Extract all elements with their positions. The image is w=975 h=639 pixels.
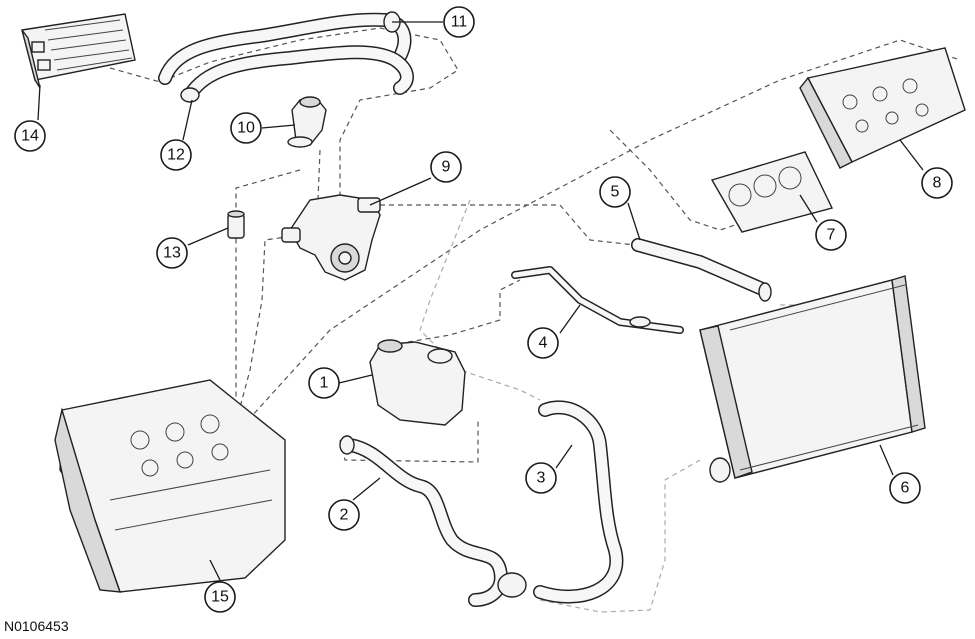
- callout-9: 9: [430, 151, 462, 183]
- radiator: [699, 275, 926, 483]
- callout-3-label: 3: [537, 470, 546, 487]
- cylinder-head: [799, 47, 966, 169]
- callout-11: 11: [443, 6, 475, 38]
- hose-connector: [227, 210, 245, 239]
- heater-hoses: [158, 11, 414, 103]
- callout-4: 4: [527, 327, 559, 359]
- coolant-reservoir: [369, 339, 466, 426]
- bypass-tube: [511, 266, 684, 334]
- callout-5: 5: [599, 176, 631, 208]
- callout-5-label: 5: [611, 184, 620, 201]
- figure-id: N0106453: [4, 618, 69, 634]
- callout-7-label: 7: [827, 227, 836, 244]
- callout-10-label: 10: [237, 120, 255, 137]
- callout-10: 10: [230, 112, 262, 144]
- callout-8-label: 8: [933, 175, 942, 192]
- callout-6: 6: [889, 472, 921, 504]
- callout-15: 15: [204, 581, 236, 613]
- callout-13: 13: [156, 237, 188, 269]
- callout-11-label: 11: [451, 14, 468, 31]
- lower-radiator-hose: [497, 400, 624, 604]
- callout-12: 12: [160, 139, 192, 171]
- head-gasket: [710, 151, 833, 233]
- callout-2: 2: [328, 499, 360, 531]
- callout-8: 8: [921, 167, 953, 199]
- callout-4-label: 4: [539, 335, 548, 352]
- heater-core: [21, 13, 136, 89]
- upper-radiator-hose: [631, 238, 772, 302]
- callout-15-label: 15: [211, 589, 229, 606]
- callout-7: 7: [815, 219, 847, 251]
- callout-3: 3: [525, 462, 557, 494]
- callout-12-label: 12: [167, 147, 185, 164]
- callout-14: 14: [14, 120, 46, 152]
- thermostat-outlet: [287, 96, 327, 148]
- callout-13-label: 13: [163, 245, 181, 262]
- callout-1-label: 1: [320, 375, 329, 392]
- callout-1: 1: [308, 367, 340, 399]
- engine-block: [54, 379, 286, 593]
- callout-2-label: 2: [340, 507, 349, 524]
- water-pump-housing: [281, 194, 381, 281]
- callout-14-label: 14: [21, 128, 39, 145]
- callout-9-label: 9: [442, 159, 451, 176]
- leader-lines: [37, 21, 924, 581]
- callout-6-label: 6: [901, 480, 910, 497]
